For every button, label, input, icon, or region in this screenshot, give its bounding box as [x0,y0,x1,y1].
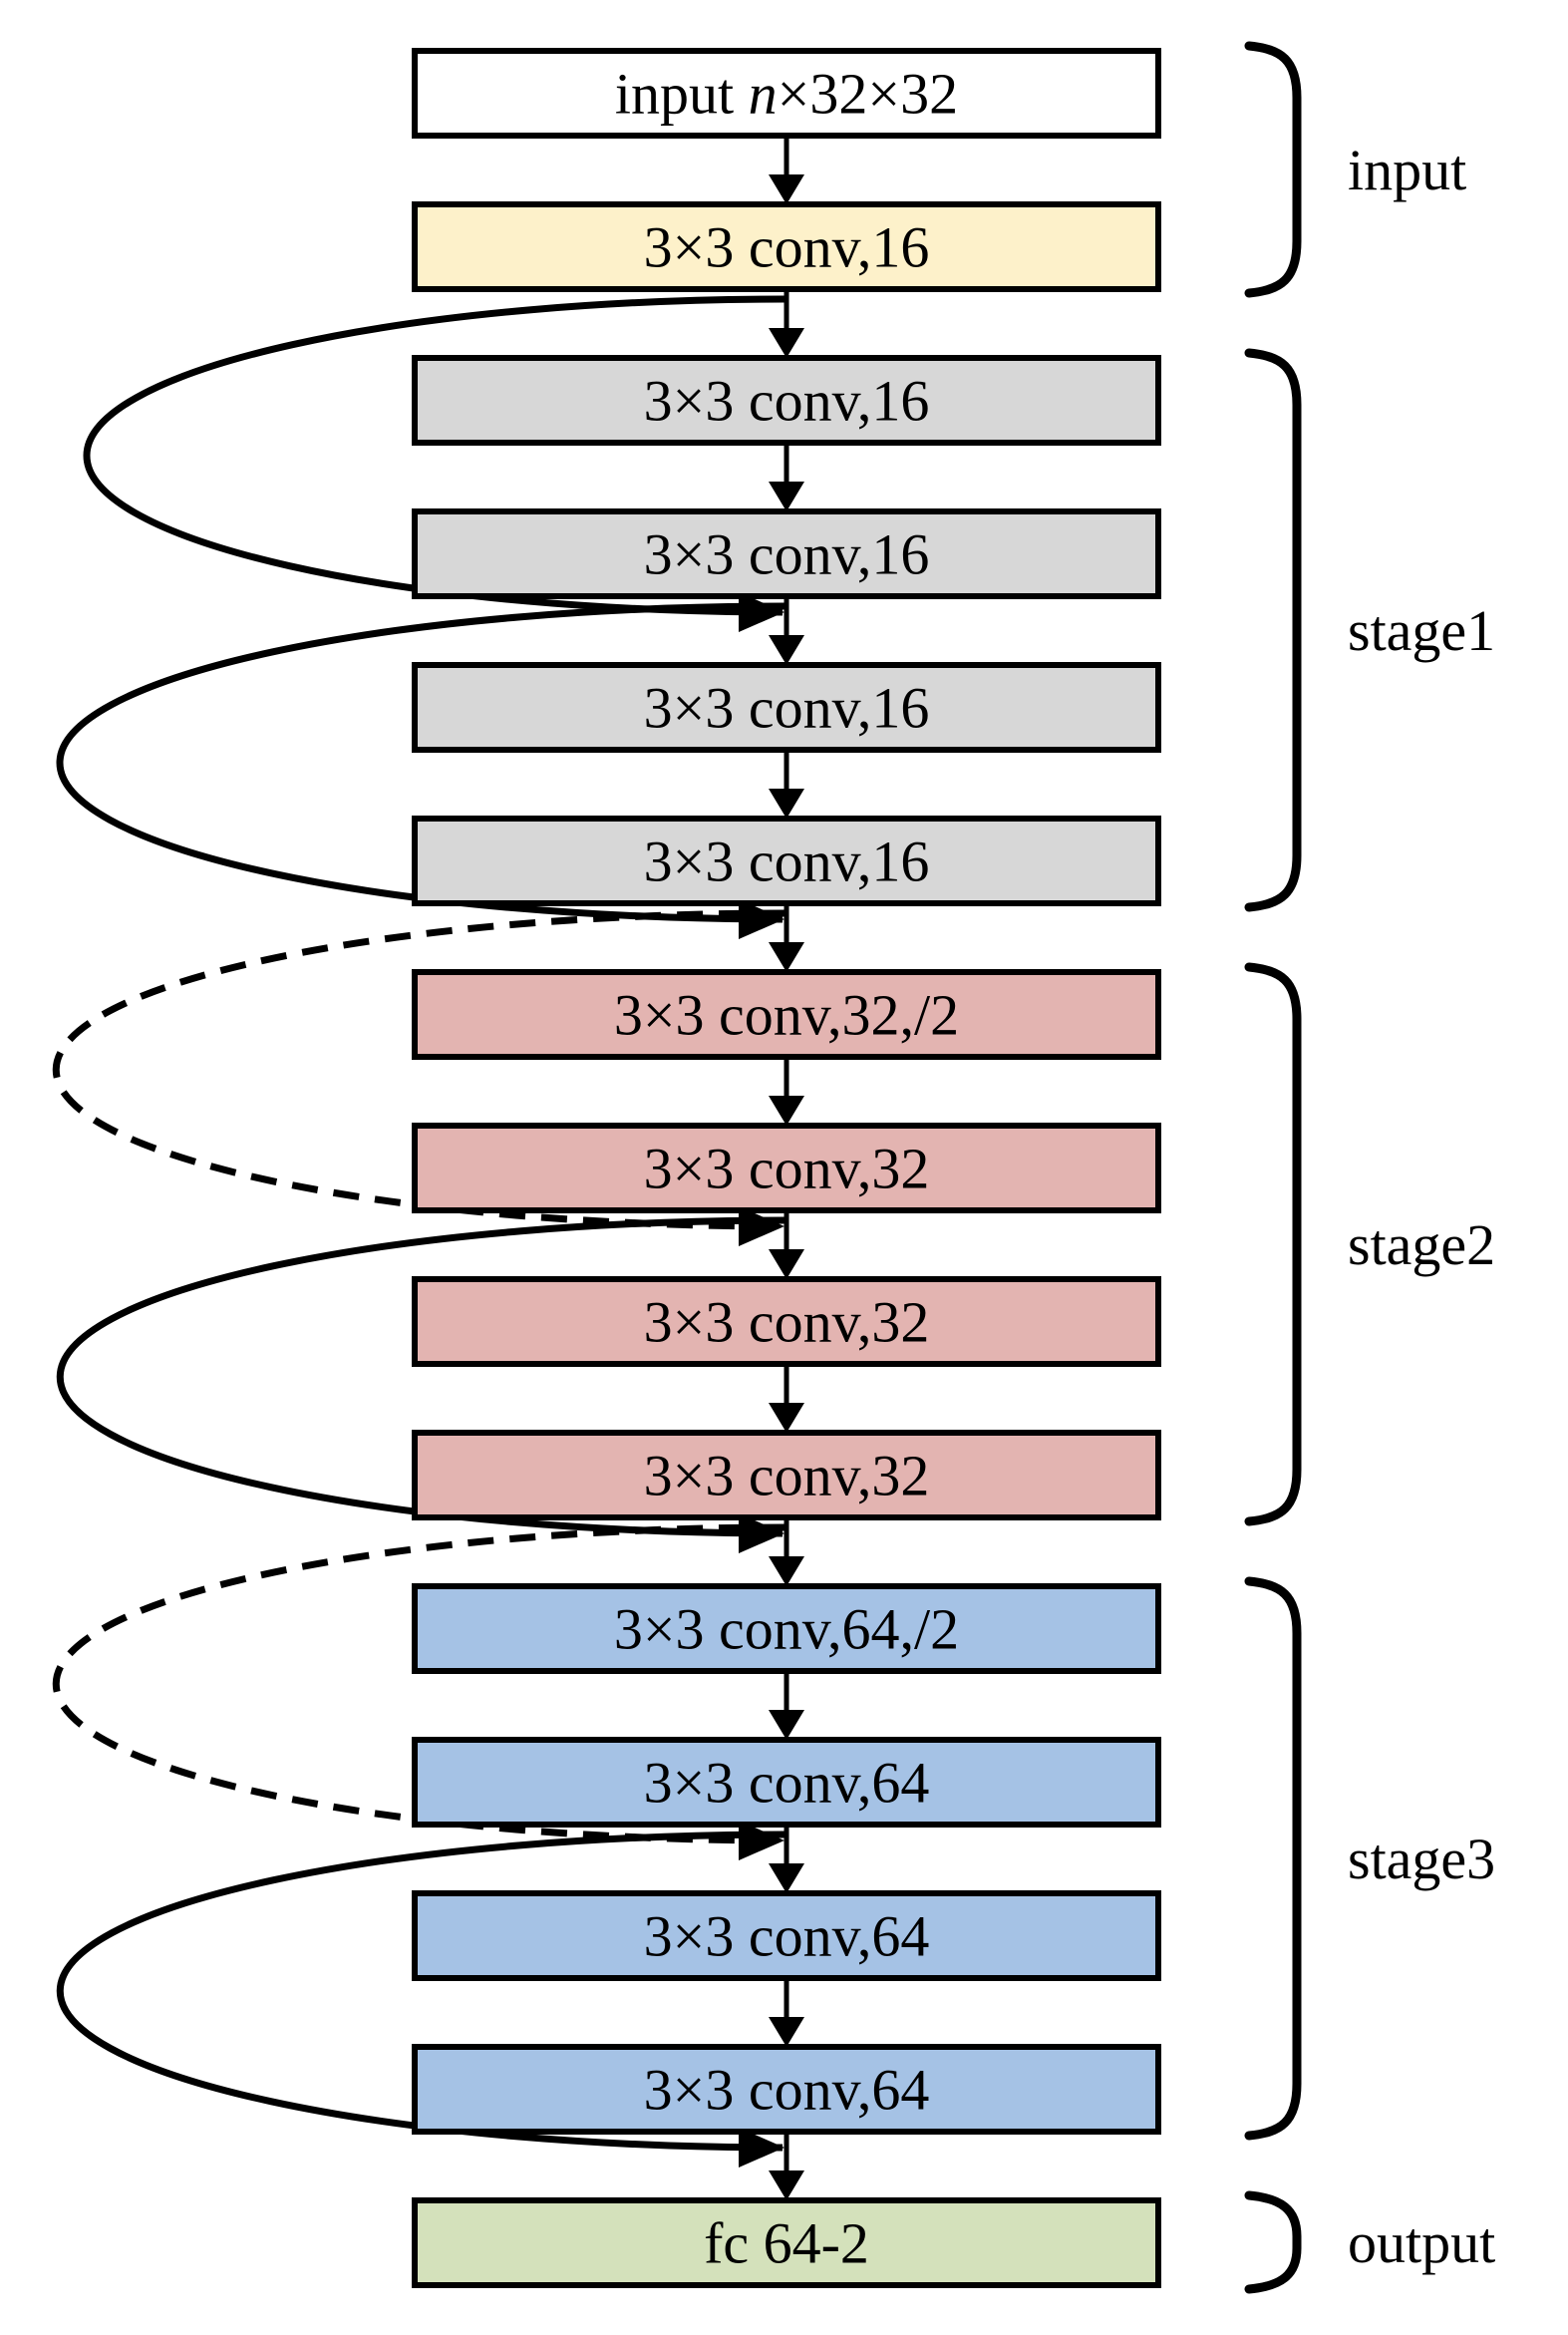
node-box [412,1890,1161,1981]
down-arrowhead-icon [769,789,804,819]
node-s3-conv1: 3×3 conv,64,/2 [412,1583,1161,1674]
node-box [412,2197,1161,2288]
stage-bracket-output: output [1244,2190,1495,2294]
node-s3-conv4: 3×3 conv,64 [412,2044,1161,2135]
down-arrowhead-icon [769,1403,804,1433]
flow-arrow [769,1057,804,1126]
stage-label: stage2 [1348,1212,1495,1277]
node-s1-conv1: 3×3 conv,16 [412,355,1161,446]
flow-arrow [769,443,804,511]
brace-icon [1244,2190,1302,2294]
node-box [412,1276,1161,1367]
down-arrowhead-icon [769,1249,804,1279]
node-s1-conv3: 3×3 conv,16 [412,662,1161,753]
down-arrowhead-icon [769,1710,804,1740]
node-s1-conv4: 3×3 conv,16 [412,816,1161,906]
node-label: 3×3 conv,16 [644,830,930,894]
node-label: 3×3 conv,32 [644,1444,930,1508]
flow-arrow [769,1517,804,1586]
node-input: input n×32×32 [412,48,1161,139]
node-stem-conv: 3×3 conv,16 [412,201,1161,292]
node-s1-conv2: 3×3 conv,16 [412,508,1161,599]
node-box [412,1430,1161,1520]
brace-icon [1244,348,1302,912]
stage-bracket-stage2: stage2 [1244,962,1495,1526]
down-arrowhead-icon [769,1863,804,1893]
stage-label: output [1348,2210,1495,2275]
node-label: 3×3 conv,32,/2 [614,983,959,1048]
node-s2-conv2: 3×3 conv,32 [412,1123,1161,1213]
down-arrowhead-icon [769,942,804,972]
stage-label: stage3 [1348,1827,1495,1891]
node-label: 3×3 conv,64 [644,1751,930,1816]
down-arrowhead-icon [769,2017,804,2047]
node-s3-conv2: 3×3 conv,64 [412,1737,1161,1828]
node-box [412,201,1161,292]
node-s2-conv3: 3×3 conv,32 [412,1276,1161,1367]
node-label: 3×3 conv,16 [644,215,930,280]
node-box [412,662,1161,753]
node-box [412,508,1161,599]
down-arrowhead-icon [769,482,804,511]
down-arrowhead-icon [769,1556,804,1586]
flow-arrow [769,1671,804,1740]
flow-arrow [769,136,804,204]
node-label: 3×3 conv,64,/2 [614,1597,959,1662]
brace-icon [1244,962,1302,1526]
flow-arrow [769,903,804,972]
node-box [412,355,1161,446]
flow-arrow [769,1364,804,1433]
node-box [412,1737,1161,1828]
stage-bracket-stage1: stage1 [1244,348,1495,912]
node-label: 3×3 conv,64 [644,2058,930,2123]
node-box [412,816,1161,906]
node-box [412,1123,1161,1213]
node-box [412,2044,1161,2135]
down-arrowhead-icon [769,174,804,204]
node-box [412,48,1161,139]
node-label: 3×3 conv,16 [644,676,930,741]
node-box [412,969,1161,1060]
stage-label: stage1 [1348,598,1495,663]
node-label: fc 64-2 [704,2211,869,2276]
node-label: input n×32×32 [615,62,958,127]
node-label: 3×3 conv,16 [644,369,930,434]
node-label: 3×3 conv,16 [644,522,930,587]
node-label: 3×3 conv,32 [644,1137,930,1201]
node-label: 3×3 conv,64 [644,1904,930,1969]
stage-bracket-input: input [1244,41,1466,298]
node-s3-conv3: 3×3 conv,64 [412,1890,1161,1981]
node-s2-conv1: 3×3 conv,32,/2 [412,969,1161,1060]
node-box [412,1583,1161,1674]
brace-icon [1244,1576,1302,2141]
flow-arrow [769,750,804,819]
down-arrowhead-icon [769,328,804,358]
stage-label: input [1348,138,1466,202]
node-s2-conv4: 3×3 conv,32 [412,1430,1161,1520]
down-arrowhead-icon [769,1096,804,1126]
stage-bracket-stage3: stage3 [1244,1576,1495,2141]
brace-icon [1244,41,1302,298]
down-arrowhead-icon [769,2170,804,2200]
node-label: 3×3 conv,32 [644,1290,930,1355]
flow-arrow [769,1978,804,2047]
flow-arrow [769,2132,804,2200]
down-arrowhead-icon [769,635,804,665]
node-fc: fc 64-2 [412,2197,1161,2288]
